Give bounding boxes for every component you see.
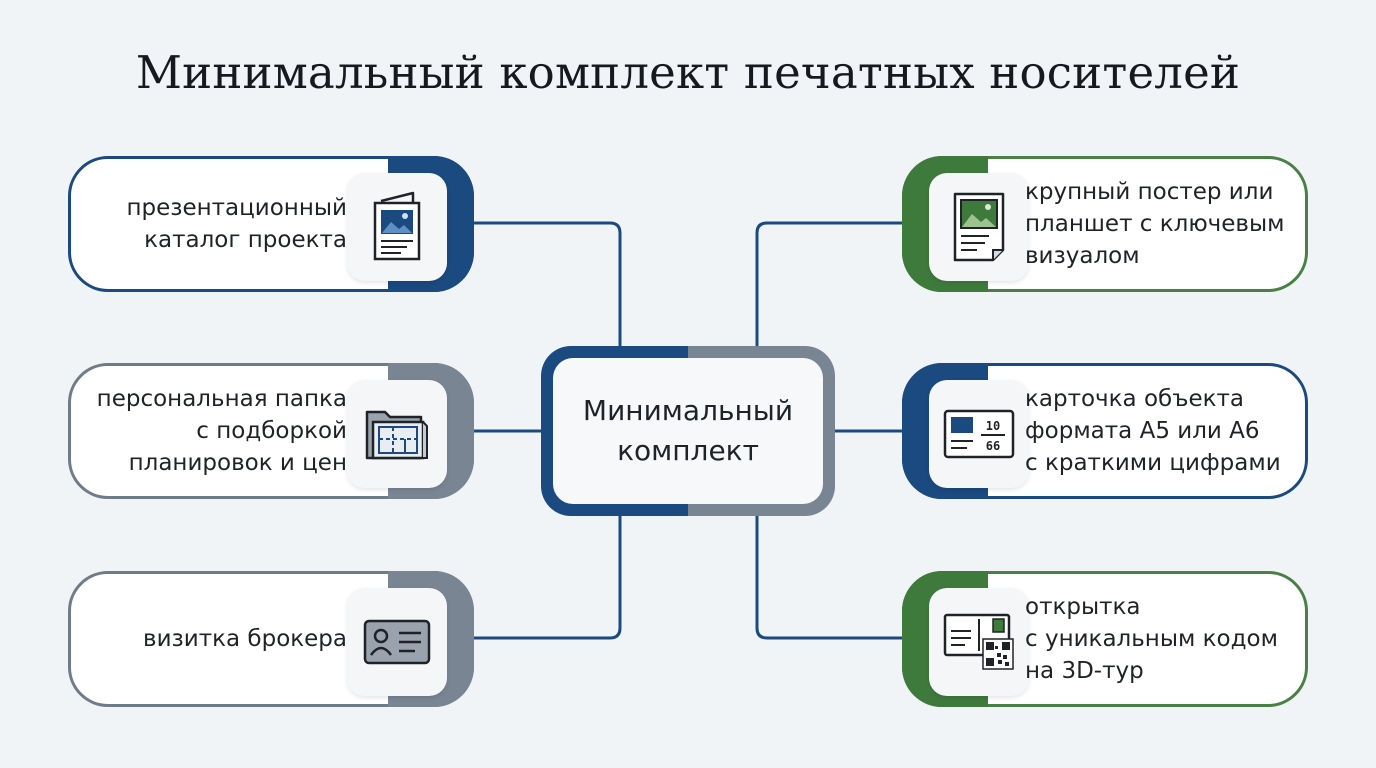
item-business-card: визитка брокера <box>68 571 474 707</box>
connector-business-card <box>472 516 622 640</box>
item-label: персональная папка с подборкой планирово… <box>96 386 347 476</box>
center-node: Минимальный комплект <box>541 346 835 516</box>
item-folder: персональная папка с подборкой планирово… <box>68 363 474 499</box>
page-title: Минимальный комплект печатных носителей <box>135 46 1241 99</box>
item-label: карточка объекта формата А5 или А6 с кра… <box>1025 386 1281 476</box>
object-card-icon: 10 66 <box>929 380 1029 488</box>
item-catalog: презентационный каталог проекта <box>68 156 474 292</box>
business-card-icon <box>347 588 447 696</box>
connector-postcard <box>755 516 904 640</box>
item-label: крупный постер или планшет с ключевым ви… <box>1025 179 1285 269</box>
card-number-bottom: 66 <box>986 439 1000 453</box>
card-number-top: 10 <box>986 419 1000 433</box>
item-poster: крупный постер или планшет с ключевым ви… <box>902 156 1308 292</box>
item-label: открытка с уникальным кодом на 3D-тур <box>1025 594 1278 684</box>
item-object-card: 10 66 карточка объекта формата А5 или А6… <box>902 363 1308 499</box>
connector-catalog <box>472 221 622 346</box>
poster-icon <box>929 173 1029 281</box>
center-label: Минимальный комплект <box>553 358 823 504</box>
catalog-icon <box>347 173 447 281</box>
folder-plan-icon <box>347 380 447 488</box>
connector-poster <box>755 221 904 346</box>
item-label: презентационный каталог проекта <box>126 195 347 253</box>
item-postcard: открытка с уникальным кодом на 3D-тур <box>902 571 1308 707</box>
postcard-qr-icon <box>929 588 1029 696</box>
item-label: визитка брокера <box>143 626 347 652</box>
